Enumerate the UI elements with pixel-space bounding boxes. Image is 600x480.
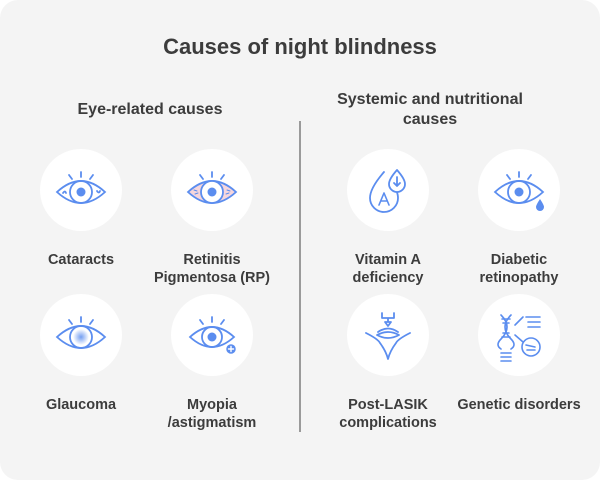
cause-cataracts: Cataracts — [16, 149, 146, 269]
cause-retinitis-pigmentosa: Retinitis Pigmentosa (RP) — [147, 149, 277, 287]
cause-label: Cataracts — [47, 252, 115, 268]
icon-circle — [171, 149, 253, 231]
icon-circle — [171, 294, 253, 376]
cause-label: Genetic disorders — [457, 397, 581, 413]
eye-inflamed-icon — [186, 171, 238, 204]
eye-cataract-icon — [55, 171, 107, 204]
cause-myopia-astigmatism: Myopia /astigmatism — [147, 294, 277, 432]
column-divider — [299, 121, 301, 432]
cause-label: Myopia /astigmatism — [167, 397, 257, 431]
cause-glaucoma: Glaucoma — [16, 294, 146, 414]
cause-label: Post-LASIK complications — [339, 397, 437, 431]
cause-vitamin-a-deficiency: Vitamin A deficiency — [323, 149, 453, 287]
icon-circle — [478, 294, 560, 376]
icon-circle — [40, 294, 122, 376]
eye-tear-icon — [493, 171, 545, 211]
eye-plus-icon — [188, 316, 238, 356]
icon-circle — [478, 149, 560, 231]
cause-label: Vitamin A deficiency — [352, 252, 424, 286]
icon-circle — [347, 294, 429, 376]
page-title: Causes of night blindness — [163, 34, 437, 59]
cause-genetic-disorders: Genetic disorders — [454, 294, 584, 414]
column-heading-systemic: Systemic and nutritional causes — [337, 91, 523, 128]
cause-label: Glaucoma — [45, 397, 117, 413]
icon-circle — [347, 149, 429, 231]
dna-icon — [497, 314, 541, 362]
laser-eye-icon — [365, 312, 411, 360]
cause-diabetic-retinopathy: Diabetic retinopathy — [454, 149, 584, 287]
vitamin-a-drop-icon — [369, 169, 406, 213]
cause-label: Diabetic retinopathy — [479, 252, 559, 286]
cause-label: Retinitis Pigmentosa (RP) — [153, 252, 270, 286]
column-heading-eye-related: Eye-related causes — [77, 101, 223, 118]
icon-circle — [40, 149, 122, 231]
cause-post-lasik: Post-LASIK complications — [323, 294, 453, 432]
eye-glaucoma-icon — [55, 316, 107, 349]
